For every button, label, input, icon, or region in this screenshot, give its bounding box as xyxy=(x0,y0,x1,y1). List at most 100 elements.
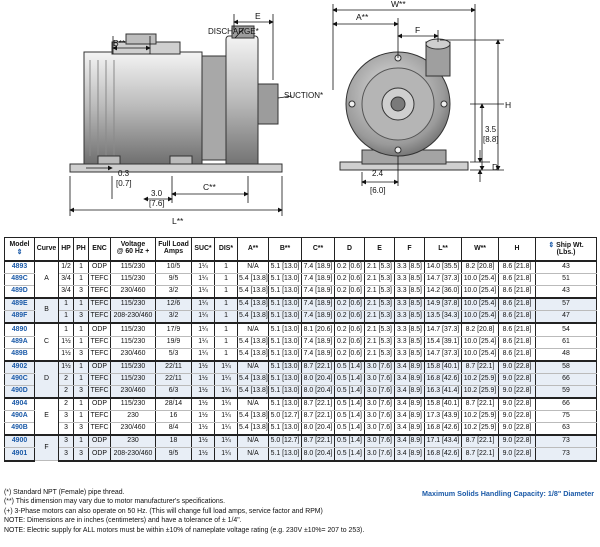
model-number-link[interactable]: 489C xyxy=(4,273,35,287)
suction-label: SUCTION* xyxy=(284,91,323,100)
table-cell: 1 xyxy=(214,285,238,299)
column-header-label: HP xyxy=(61,244,71,252)
table-cell: 1 xyxy=(214,335,238,349)
table-cell: 1½ xyxy=(58,347,74,362)
table-cell: 3.3 [8.5] xyxy=(394,297,425,312)
table-cell: 1¼ xyxy=(214,384,238,399)
table-cell: 17/9 xyxy=(155,322,192,337)
sort-icon[interactable]: ⇕ xyxy=(548,241,557,249)
model-number-link[interactable]: 4902 xyxy=(4,359,35,374)
table-cell: 5.4 [13.8] xyxy=(237,347,269,362)
table-cell: 3.0 [7.6] xyxy=(364,434,395,449)
table-cell: 0.2 [0.6] xyxy=(334,297,365,312)
table-cell: 14.7 [37.3] xyxy=(424,322,462,337)
table-cell: 51 xyxy=(535,273,597,287)
table-cell: 10.0 [25.4] xyxy=(461,273,499,287)
model-number-link[interactable]: 489F xyxy=(4,310,35,324)
model-number-link[interactable]: 489A xyxy=(4,335,35,349)
column-header-label: D xyxy=(347,244,352,252)
table-cell: 5.1 [13.0] xyxy=(268,422,302,436)
table-cell: 9.0 [22.8] xyxy=(498,422,536,436)
model-number-link[interactable]: 489B xyxy=(4,347,35,362)
table-cell: 1 xyxy=(214,347,238,362)
model-number-link[interactable]: 4904 xyxy=(4,397,35,412)
table-cell: 3.0 [7.6] xyxy=(364,359,395,374)
table-cell: 9/5 xyxy=(155,447,192,462)
curve-cell: A xyxy=(34,259,59,299)
table-cell: 5.4 [13.8] xyxy=(237,335,269,349)
table-cell: 1/2 xyxy=(58,260,74,275)
model-number-link[interactable]: 489E xyxy=(4,297,35,312)
table-cell: 3 xyxy=(73,447,89,462)
table-cell: 17.1 [43.4] xyxy=(424,434,462,449)
column-header-sublabel: @ 60 Hz + xyxy=(116,248,150,255)
model-number-link[interactable]: 490D xyxy=(4,384,35,399)
column-header: HP xyxy=(58,237,74,262)
table-cell: TEFC xyxy=(88,335,111,349)
table-cell: 1¼ xyxy=(214,447,238,462)
dim-w-label: W** xyxy=(391,0,406,9)
table-cell: 3 xyxy=(73,347,89,362)
table-cell: 3/4 xyxy=(58,273,74,287)
table-cell: 10.0 [25.4] xyxy=(461,297,499,312)
dim-2.4-metric-label: [6.0] xyxy=(370,186,386,195)
table-cell: 8.7 [22.1] xyxy=(461,359,499,374)
table-cell: 1¼ xyxy=(191,285,215,299)
table-cell: 0.5 [1.4] xyxy=(334,434,365,449)
table-cell: TEFC xyxy=(88,273,111,287)
model-number-link[interactable]: 490C xyxy=(4,372,35,386)
model-number-link[interactable]: 4890 xyxy=(4,322,35,337)
model-number-link[interactable]: 490A xyxy=(4,410,35,424)
column-header-label: Voltage xyxy=(120,241,146,249)
table-cell: 8.7 [22.1] xyxy=(461,434,499,449)
model-number-link[interactable]: 489D xyxy=(4,285,35,299)
table-cell: 5.1 [13.0] xyxy=(268,347,302,362)
dim-3.0-label: 3.0 xyxy=(151,189,163,198)
table-cell: TEFC xyxy=(88,310,111,324)
table-cell: 1 xyxy=(58,310,74,324)
table-cell: TEFC xyxy=(88,285,111,299)
table-cell: 16.8 [42.6] xyxy=(424,447,462,462)
table-cell: 230/460 xyxy=(110,422,156,436)
column-header-label: DIS* xyxy=(218,244,234,252)
table-cell: 8.6 [21.8] xyxy=(498,310,536,324)
column-header: C** xyxy=(301,237,335,262)
model-number-link[interactable]: 4900 xyxy=(4,434,35,449)
table-cell: 8.0 [20.4] xyxy=(301,372,335,386)
dim-c-label: C** xyxy=(203,182,216,192)
table-cell: 2.1 [5.3] xyxy=(364,322,395,337)
table-cell: 3.3 [8.5] xyxy=(394,347,425,362)
table-cell: 15.4 [39.1] xyxy=(424,335,462,349)
model-number-link[interactable]: 490B xyxy=(4,422,35,436)
table-cell: 0.5 [1.4] xyxy=(334,397,365,412)
table-cell: 1 xyxy=(58,322,74,337)
table-cell: 1¼ xyxy=(214,410,238,424)
table-cell: 3 xyxy=(58,447,74,462)
table-cell: 16.8 [42.6] xyxy=(424,422,462,436)
column-header: ENC xyxy=(88,237,111,262)
table-cell: 8.7 [22.1] xyxy=(301,410,335,424)
table-cell: 7.4 [18.9] xyxy=(301,335,335,349)
table-cell: 2 xyxy=(58,384,74,399)
column-header: Model ⇕ xyxy=(4,237,35,262)
table-cell: 16.3 [41.4] xyxy=(424,384,462,399)
model-number-link[interactable]: 4893 xyxy=(4,260,35,275)
table-cell: 28/14 xyxy=(155,397,192,412)
model-number-link[interactable]: 4901 xyxy=(4,447,35,462)
table-cell: 115/230 xyxy=(110,397,156,412)
table-cell: 0.5 [1.4] xyxy=(334,410,365,424)
table-cell: 2.1 [5.3] xyxy=(364,310,395,324)
table-cell: 0.2 [0.6] xyxy=(334,347,365,362)
table-cell: 3/2 xyxy=(155,310,192,324)
table-cell: 0.5 [1.4] xyxy=(334,372,365,386)
table-cell: 1½ xyxy=(58,335,74,349)
dim-b-label: B** xyxy=(113,38,126,48)
table-cell: 1¼ xyxy=(191,322,215,337)
table-cell: 8.2 [20.8] xyxy=(461,322,499,337)
sort-icon[interactable]: ⇕ xyxy=(16,249,23,256)
